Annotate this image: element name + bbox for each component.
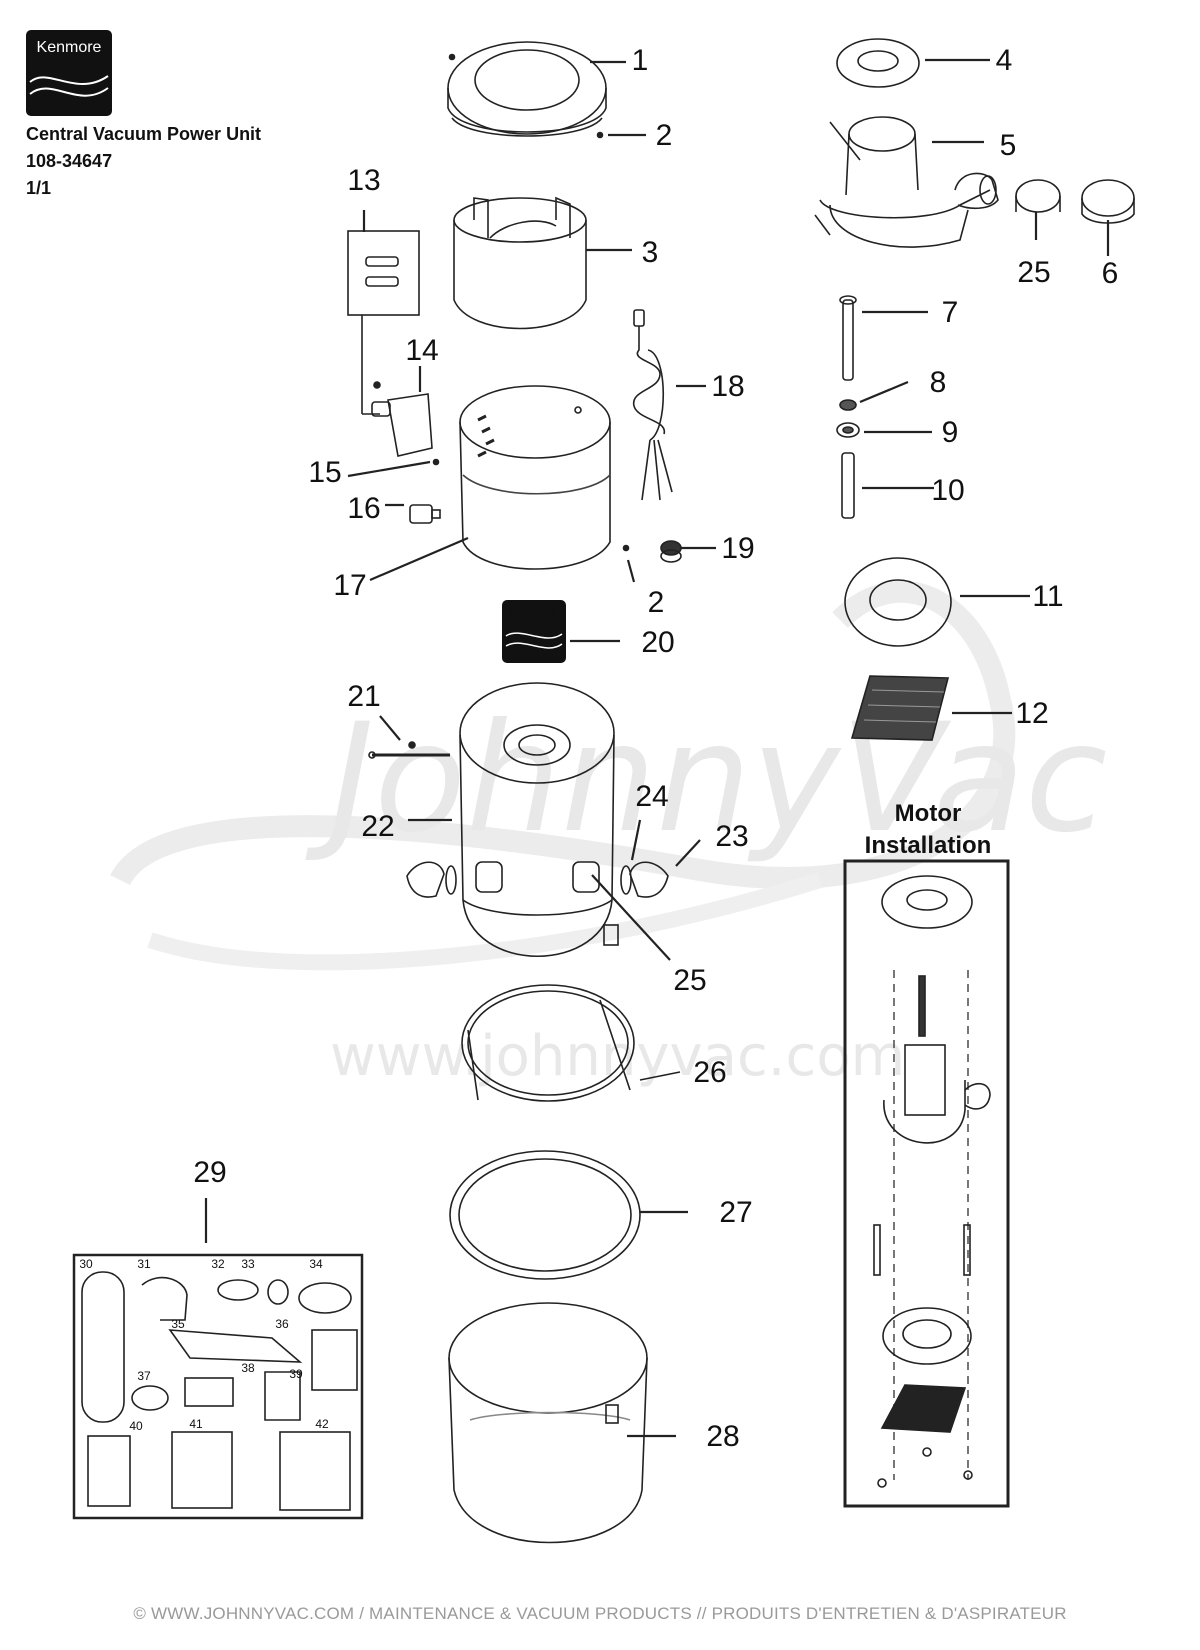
- kit-part-number-label: 35: [171, 1317, 185, 1331]
- part-canister: [406, 682, 669, 957]
- installation-kit-box: [72, 1253, 364, 1520]
- watermark-url: www.johnnyvac.com: [330, 1024, 905, 1089]
- part-number-label: 10: [931, 474, 964, 507]
- part-number-label: 14: [405, 334, 438, 367]
- part-number-label: 23: [715, 820, 748, 853]
- part-number-label: 15: [308, 456, 341, 489]
- part-filter-mesh: [850, 675, 950, 741]
- part-number-label: 1: [632, 44, 649, 77]
- part-number-label: 18: [711, 370, 744, 403]
- product-name: Central Vacuum Power Unit: [26, 124, 262, 144]
- part-number-label: 11: [1032, 580, 1063, 613]
- part-number-label: 9: [942, 416, 959, 449]
- kit-part-number-label: 40: [129, 1419, 143, 1433]
- part-body-shell: [432, 385, 630, 570]
- part-number-label: 2: [648, 586, 665, 619]
- part-grommet: [660, 540, 682, 563]
- kit-part-number-label: 36: [275, 1317, 289, 1331]
- part-number-label: 7: [942, 296, 959, 329]
- watermark: JohnnyVac www.johnnyvac.com: [110, 580, 1107, 1089]
- part-motor-cover: [453, 196, 587, 330]
- page-indicator: 1/1: [26, 178, 52, 198]
- part-washer: [836, 38, 920, 88]
- part-rod-lower: [841, 452, 855, 519]
- footer-copyright: © WWW.JOHNNYVAC.COM / MAINTENANCE & VACU…: [133, 1604, 1067, 1623]
- kit-part-number-label: 42: [315, 1417, 329, 1431]
- part-number-label: 12: [1015, 697, 1048, 730]
- part-terminals: [347, 230, 420, 415]
- kit-part-number-label: 41: [189, 1417, 203, 1431]
- kit-labels: 30 31 32 33 34 35 36 37 38 39 40 41 42: [79, 1257, 329, 1433]
- part-labels: 1234567891011121314151617181922021222423…: [193, 44, 1118, 1453]
- part-number-label: 27: [719, 1196, 752, 1229]
- motor-installation-box: [843, 859, 1010, 1508]
- kit-part-number-label: 33: [241, 1257, 255, 1271]
- part-connector: [409, 504, 441, 524]
- part-power-cord: [633, 309, 673, 501]
- part-number-label: 2: [656, 119, 673, 152]
- part-rod: [368, 741, 450, 759]
- motor-installation-title-1: Motor: [894, 800, 962, 827]
- part-tube: [1081, 179, 1135, 224]
- kit-part-number-label: 39: [289, 1367, 303, 1381]
- badge-brand-text: Kenmore: [510, 606, 559, 620]
- part-number-label: 28: [706, 1420, 739, 1453]
- brand-logo: Kenmore: [26, 30, 112, 116]
- kit-part-number-label: 38: [241, 1361, 255, 1375]
- motor-installation-title-2: Installation: [864, 832, 992, 859]
- kit-part-number-label: 37: [137, 1369, 151, 1383]
- kit-part-number-label: 34: [309, 1257, 323, 1271]
- brand-logo-text: Kenmore: [36, 39, 102, 56]
- model-number: 108-34647: [26, 151, 113, 171]
- part-number-label: 3: [642, 236, 659, 269]
- part-cover-lid: [447, 41, 607, 139]
- part-number-label: 24: [635, 780, 668, 813]
- part-number-label: 22: [361, 810, 394, 843]
- kit-part-number-label: 32: [211, 1257, 225, 1271]
- leader-lines: [204, 58, 1110, 1438]
- part-number-label: 13: [347, 164, 380, 197]
- part-number-label: 25: [673, 964, 706, 997]
- part-number-label: 26: [693, 1056, 726, 1089]
- kit-part-number-label: 30: [79, 1257, 93, 1271]
- part-number-label: 25: [1017, 256, 1050, 289]
- part-number-label: 4: [996, 44, 1013, 77]
- part-logo-badge: Kenmore: [502, 600, 566, 663]
- logo-swoosh-icon: [29, 75, 109, 97]
- part-filter: [461, 984, 681, 1102]
- part-number-label: 17: [333, 569, 366, 602]
- part-number-label: 21: [347, 680, 380, 713]
- part-gasket: [449, 1150, 641, 1280]
- part-number-label: 6: [1102, 257, 1119, 290]
- part-number-label: 8: [930, 366, 947, 399]
- watermark-script: JohnnyVac: [305, 692, 1107, 866]
- part-sleeve: [1015, 179, 1061, 213]
- part-nut: [839, 399, 857, 411]
- part-switch: [371, 381, 433, 457]
- part-number-label: 16: [347, 492, 380, 525]
- part-foam-ring: [844, 557, 952, 647]
- part-number-label: 19: [721, 532, 754, 565]
- part-number-label: 20: [641, 626, 674, 659]
- part-dirt-bucket: [448, 1302, 648, 1544]
- part-number-label: 5: [1000, 129, 1017, 162]
- part-motor: [814, 116, 999, 248]
- part-spacer: [836, 422, 860, 438]
- part-bolt: [839, 295, 857, 381]
- kit-part-number-label: 31: [137, 1257, 151, 1271]
- part-number-label: 29: [193, 1156, 226, 1189]
